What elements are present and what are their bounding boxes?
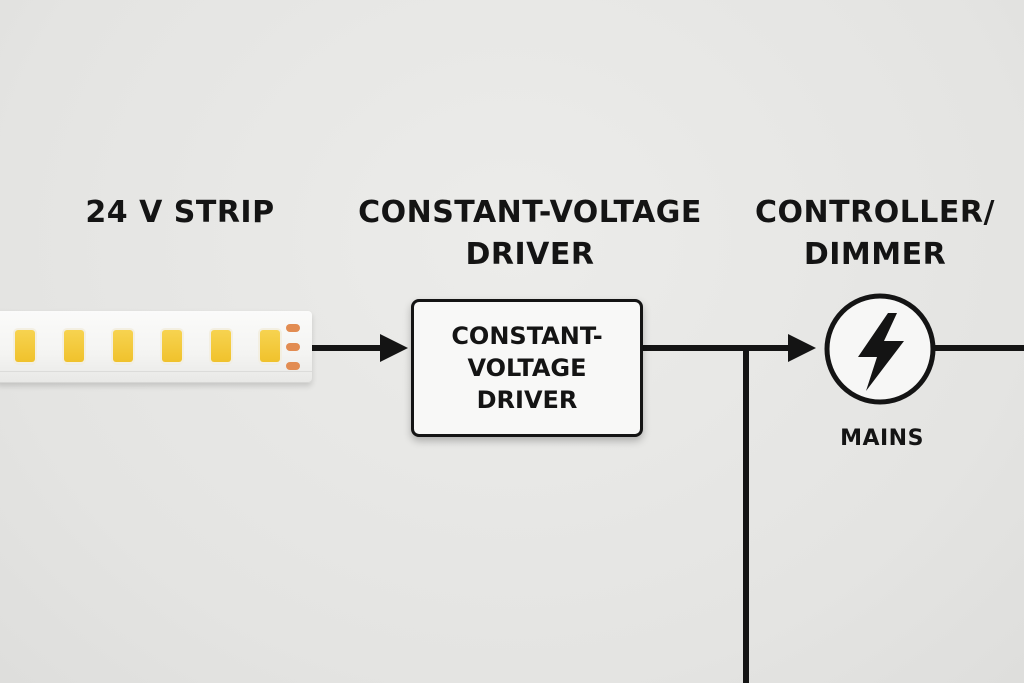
driver-box-line1: CONSTANT-: [451, 322, 603, 350]
strip-heading: 24 V STRIP: [80, 192, 280, 234]
strip-heading-text: 24 V STRIP: [85, 195, 275, 230]
driver-heading-line1: CONSTANT-VOLTAGE: [358, 195, 702, 230]
lightning-bolt-icon: [858, 313, 904, 391]
led-chip: [162, 330, 182, 362]
led-chip: [15, 330, 35, 362]
strip-edge: [0, 371, 312, 372]
controller-heading-line1: CONTROLLER/: [755, 195, 995, 230]
solder-pad: [286, 343, 300, 351]
solder-pad: [286, 362, 300, 370]
driver-box-line3: DRIVER: [476, 386, 578, 414]
led-strip: [0, 311, 312, 383]
solder-pad: [286, 324, 300, 332]
controller-heading-line2: DIMMER: [803, 237, 947, 272]
driver-heading: CONSTANT-VOLTAGE DRIVER: [345, 192, 715, 276]
led-chip: [260, 330, 280, 362]
controller-heading: CONTROLLER/ DIMMER: [745, 192, 1005, 276]
driver-heading-line2: DRIVER: [465, 237, 595, 272]
driver-box-line2: VOLTAGE: [467, 354, 587, 382]
arrow-right-icon: [788, 334, 816, 362]
led-chip: [211, 330, 231, 362]
led-chip: [113, 330, 133, 362]
mains-label: MAINS: [840, 426, 924, 451]
driver-box: CONSTANT- VOLTAGE DRIVER: [411, 299, 643, 437]
arrow-right-icon: [380, 334, 408, 362]
led-chip: [64, 330, 84, 362]
